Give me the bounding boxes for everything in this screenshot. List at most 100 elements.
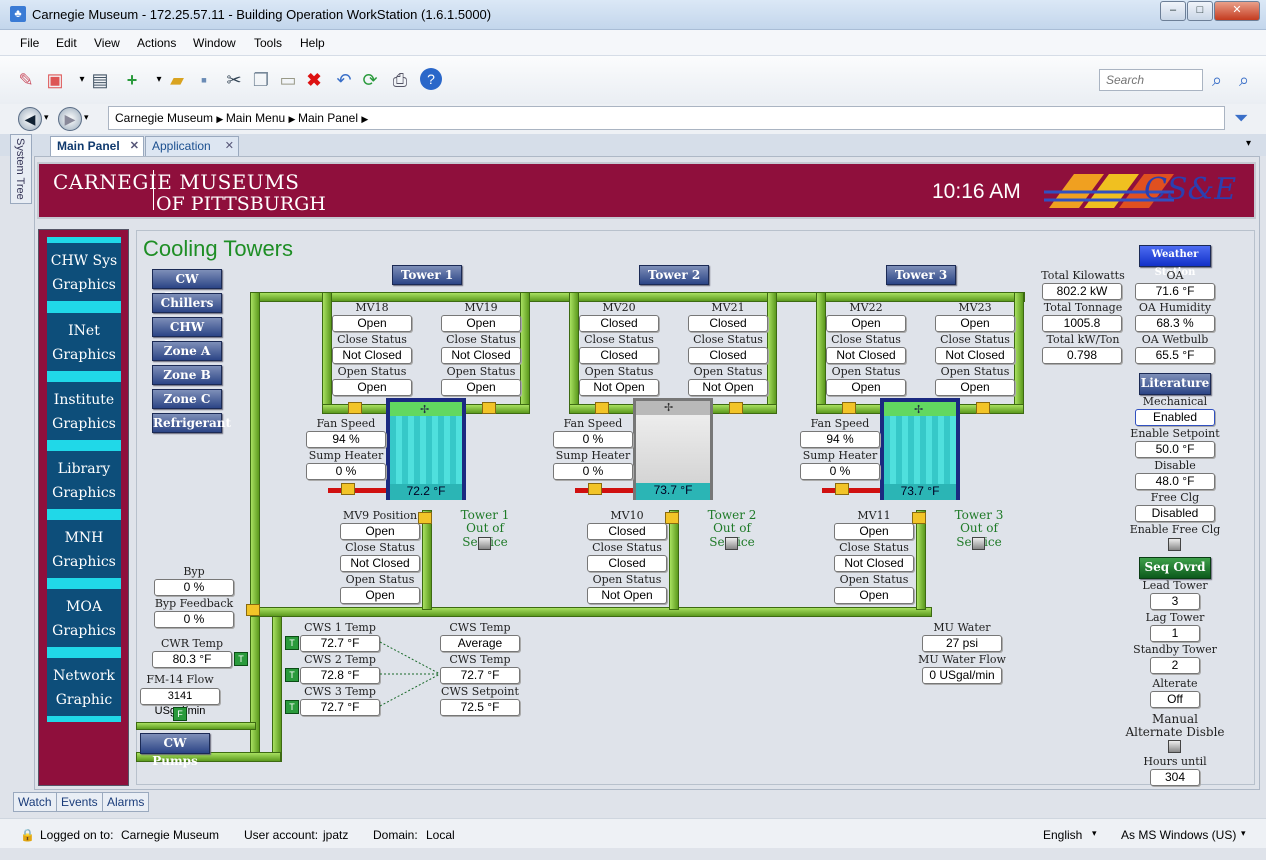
valve-icon[interactable]	[842, 402, 856, 414]
menu-tools[interactable]: Tools	[254, 36, 283, 50]
cooling-tower-2[interactable]: ✢ 73.7 °F	[633, 398, 713, 500]
menu-help[interactable]: Help	[300, 36, 325, 50]
forward-icon[interactable]: ▶	[58, 107, 82, 131]
delete-icon[interactable]: ✖	[306, 70, 322, 90]
cut-icon[interactable]: ✂	[226, 70, 242, 90]
standby-tower-value[interactable]: 2	[1150, 657, 1200, 674]
dropdown-arrow-icon[interactable]: ▾	[79, 74, 85, 85]
keyboard-layout-selector[interactable]: As MS Windows (US)	[1121, 828, 1237, 842]
mv18-position-value[interactable]: Open	[332, 315, 412, 332]
mv19-position-value[interactable]: Open	[441, 315, 521, 332]
menu-window[interactable]: Window	[193, 36, 236, 50]
chevron-down-icon[interactable]: ▾	[1246, 138, 1252, 149]
tower-2-out-of-service-checkbox[interactable]	[725, 537, 738, 550]
valve-icon[interactable]	[665, 512, 679, 524]
zone-a-button[interactable]: Zone A	[152, 341, 222, 361]
disable-setpoint-value[interactable]: 48.0 °F	[1135, 473, 1215, 490]
zone-b-button[interactable]: Zone B	[152, 365, 222, 385]
breadcrumb-item[interactable]: Main Menu	[225, 111, 286, 125]
tab-application[interactable]: Application ✕	[145, 136, 239, 156]
literature-button[interactable]: Literature	[1139, 373, 1211, 395]
monitor-icon[interactable]: ▤	[91, 70, 109, 90]
tower-3-button[interactable]: Tower 3	[886, 265, 956, 285]
valve-icon[interactable]	[588, 483, 602, 495]
chillers-button[interactable]: Chillers	[152, 293, 222, 313]
byp-command-value[interactable]: 0 %	[154, 579, 234, 596]
close-tab-icon[interactable]: ✕	[129, 140, 139, 152]
bypass-valve-icon[interactable]	[246, 604, 260, 616]
events-tab[interactable]: Events	[56, 792, 103, 812]
chw-pumps-button[interactable]: CHW Pumps	[152, 317, 222, 352]
search-input[interactable]	[1099, 69, 1203, 91]
alternate-request-value[interactable]: Off	[1150, 691, 1200, 708]
tower-1-button[interactable]: Tower 1	[392, 265, 462, 285]
enable-free-clg-checkbox[interactable]	[1168, 538, 1181, 551]
valve-icon[interactable]	[348, 402, 362, 414]
temp-sensor-icon[interactable]: T	[285, 668, 299, 682]
advanced-search-icon[interactable]: ⌕	[1238, 70, 1250, 90]
window-icon[interactable]: ▣	[46, 70, 64, 90]
flow-sensor-icon[interactable]: F	[173, 707, 187, 721]
save-icon[interactable]: ▪	[200, 70, 208, 90]
enable-setpoint-value[interactable]: 50.0 °F	[1135, 441, 1215, 458]
cw-pumps-button[interactable]: CW Pumps	[152, 269, 222, 304]
mechanical-cooling-value[interactable]: Enabled	[1135, 409, 1215, 426]
language-selector[interactable]: English	[1043, 828, 1083, 842]
dropdown-arrow-icon[interactable]: ▾	[156, 74, 162, 85]
nav-network-graphic[interactable]: Network Graphic	[47, 652, 121, 722]
menu-edit[interactable]: Edit	[56, 36, 77, 50]
temp-sensor-icon[interactable]: T	[285, 700, 299, 714]
mv11-position-value[interactable]: Open	[834, 523, 914, 540]
mv23-position-value[interactable]: Open	[935, 315, 1015, 332]
nav-institute-graphics[interactable]: Institute Graphics	[47, 376, 121, 446]
chevron-down-icon[interactable]: ▾	[1241, 828, 1246, 838]
tower-3-out-of-service-checkbox[interactable]	[972, 537, 985, 550]
add-icon[interactable]: +	[126, 70, 138, 90]
valve-icon[interactable]	[418, 512, 432, 524]
breadcrumb-item[interactable]: Carnegie Museum	[115, 111, 214, 125]
mv21-position-value[interactable]: Closed	[688, 315, 768, 332]
minimize-button[interactable]: –	[1160, 1, 1186, 21]
valve-icon[interactable]	[912, 512, 926, 524]
valve-icon[interactable]	[341, 483, 355, 495]
close-button[interactable]: ✕	[1214, 1, 1260, 21]
maximize-button[interactable]: □	[1187, 1, 1213, 21]
menu-actions[interactable]: Actions	[137, 36, 177, 50]
alarms-tab[interactable]: Alarms	[102, 792, 150, 812]
valve-icon[interactable]	[835, 483, 849, 495]
temp-sensor-icon[interactable]: T	[234, 652, 248, 666]
nav-mnh-graphics[interactable]: MNH Graphics	[47, 514, 121, 584]
valve-icon[interactable]	[729, 402, 743, 414]
valve-icon[interactable]	[595, 402, 609, 414]
menu-file[interactable]: File	[20, 36, 40, 50]
dropdown-arrow-icon[interactable]: ▾	[84, 112, 89, 122]
close-tab-icon[interactable]: ✕	[224, 140, 234, 152]
temp-sensor-icon[interactable]: T	[285, 636, 299, 650]
nav-library-graphics[interactable]: Library Graphics	[47, 445, 121, 515]
mv9-position-value[interactable]: Open	[340, 523, 420, 540]
cws-temp-sel-value[interactable]: Average	[440, 635, 520, 652]
valve-icon[interactable]	[976, 402, 990, 414]
cws-setpoint-value[interactable]: 72.5 °F	[440, 699, 520, 716]
tab-main-panel[interactable]: Main Panel ✕	[50, 136, 144, 156]
back-icon[interactable]: ◀	[18, 107, 42, 131]
breadcrumb-item[interactable]: Main Panel	[297, 111, 358, 125]
valve-icon[interactable]	[482, 402, 496, 414]
seq-ovrd-button[interactable]: Seq Ovrd	[1139, 557, 1211, 579]
dropdown-arrow-icon[interactable]: ▾	[44, 112, 49, 122]
refrigerant-button[interactable]: Refrigerant	[152, 413, 231, 433]
zone-c-button[interactable]: Zone C	[152, 389, 222, 409]
help-icon[interactable]: ?	[420, 68, 442, 90]
refresh-icon[interactable]: ⟳	[362, 70, 378, 90]
cw-pumps-bottom-button[interactable]: CW Pumps	[140, 733, 210, 768]
watch-tab[interactable]: Watch	[13, 792, 57, 812]
copy-icon[interactable]: ❐	[252, 70, 270, 90]
system-tree-pane[interactable]: System Tree	[10, 134, 32, 204]
nav-chw-sys-graphics[interactable]: CHW Sys Graphics	[47, 237, 121, 307]
alternate-disable-checkbox[interactable]	[1168, 740, 1181, 753]
nav-moa-graphics[interactable]: MOA Graphics	[47, 583, 121, 653]
tower-2-button[interactable]: Tower 2	[639, 265, 709, 285]
chevron-down-icon[interactable]: ▾	[1092, 828, 1097, 838]
paste-icon[interactable]: ▭	[279, 70, 297, 90]
nav-inet-graphics[interactable]: INet Graphics	[47, 307, 121, 377]
